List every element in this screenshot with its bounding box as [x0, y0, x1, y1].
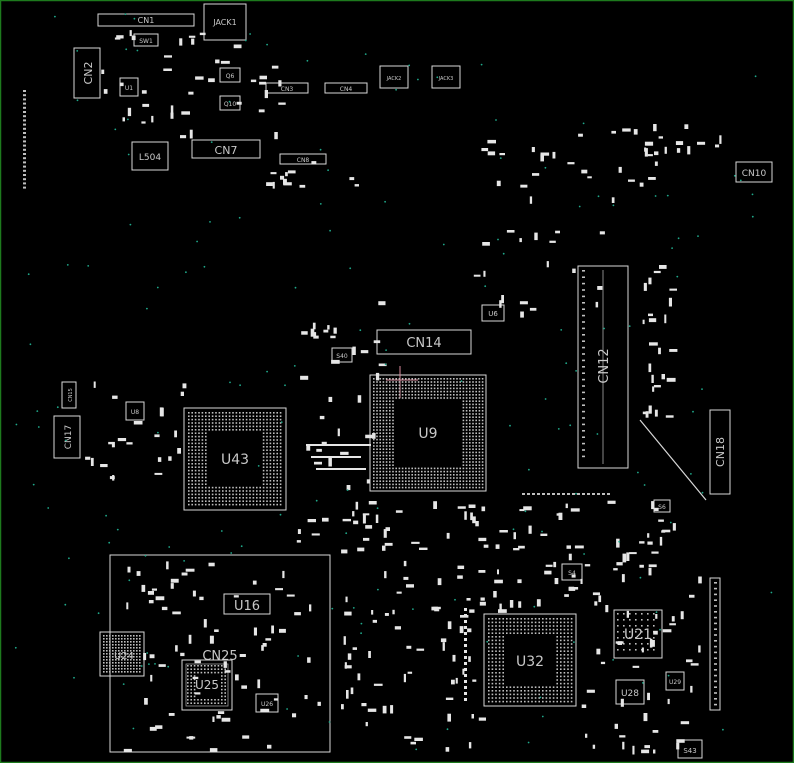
connector-right-edge[interactable]	[709, 577, 721, 711]
diagonal-trace	[639, 419, 707, 501]
chip-u16[interactable]: U16	[223, 593, 271, 615]
u6-label: U6	[488, 310, 498, 318]
u43-label: U43	[221, 452, 249, 468]
switch-s4[interactable]: S4	[561, 563, 583, 581]
u21-label: U21	[624, 627, 652, 643]
connector-cn15[interactable]: CN15	[61, 381, 77, 409]
jack3-label: JACK3	[438, 76, 454, 82]
s4-label: S4	[568, 570, 576, 577]
s43-label: S43	[683, 747, 696, 755]
chip-u28[interactable]: U28	[615, 679, 645, 705]
jack-jack1[interactable]: JACK1	[203, 3, 247, 41]
u28-label: U28	[621, 689, 639, 699]
sw1-label: SW1	[139, 38, 153, 45]
cn2-label: CN2	[82, 62, 95, 85]
transistor-q6[interactable]: Q6	[219, 67, 241, 83]
jack-jack2[interactable]: JACK2	[379, 65, 409, 89]
connector-cn17[interactable]: CN17	[53, 415, 81, 459]
s40-label: S40	[336, 353, 348, 360]
cn8-label: CN8	[297, 157, 310, 164]
u9-label: U9	[418, 426, 437, 442]
chip-u8[interactable]: U8	[125, 401, 145, 421]
cn3-label: CN3	[281, 86, 294, 93]
switch-s40[interactable]: S40	[331, 347, 353, 363]
chip-u21[interactable]: U21	[613, 609, 663, 659]
u16-label: U16	[234, 599, 260, 614]
connector-cn7[interactable]: CN7	[191, 139, 261, 159]
passive-components	[23, 30, 722, 755]
connector-cn18[interactable]: CN18	[709, 409, 731, 495]
l504-label: L504	[139, 153, 161, 163]
connector-cn4[interactable]: CN4	[324, 82, 368, 94]
q6-label: Q6	[226, 73, 235, 80]
u25-label: U25	[195, 678, 219, 692]
jack2-label: JACK2	[386, 76, 402, 82]
s6-label: S6	[658, 504, 666, 511]
chip-u6[interactable]: U6	[481, 304, 505, 322]
u29-label: U29	[669, 679, 681, 686]
u32-label: U32	[516, 654, 544, 670]
bga-u25[interactable]: U25	[181, 659, 233, 711]
cn18-label: CN18	[714, 437, 727, 467]
switch-sw1[interactable]: SW1	[133, 33, 159, 47]
vias	[14, 13, 773, 751]
cn7-label: CN7	[215, 144, 238, 157]
cn17-label: CN17	[64, 425, 74, 449]
connector-cn10[interactable]: CN10	[735, 161, 773, 183]
q10-label: Q10	[224, 101, 237, 108]
cn15-label: CN15	[68, 388, 74, 402]
connector-cn1[interactable]: CN1	[97, 13, 195, 27]
connector-cn12[interactable]: CN12	[577, 265, 629, 469]
chip-u1[interactable]: U1	[119, 77, 139, 97]
connector-cn14[interactable]: CN14	[376, 329, 472, 355]
cn10-label: CN10	[742, 169, 767, 179]
connector-cn8[interactable]: CN8	[279, 153, 327, 165]
bga-ball-grids	[103, 378, 655, 704]
inductor-l504[interactable]: L504	[131, 141, 169, 171]
bga-u43[interactable]: U43	[183, 407, 287, 511]
cn14-label: CN14	[406, 336, 441, 351]
u26-label: U26	[261, 701, 273, 708]
cn4-label: CN4	[340, 86, 353, 93]
cn12-label: CN12	[597, 348, 612, 383]
chip-u29[interactable]: U29	[665, 671, 685, 691]
switch-s6[interactable]: S6	[653, 499, 671, 513]
bga-u32[interactable]: U32	[483, 613, 577, 707]
u8-label: U8	[131, 409, 139, 416]
jack1-label: JACK1	[212, 18, 236, 27]
jack-jack3[interactable]: JACK3	[431, 65, 461, 89]
connector-cn2[interactable]: CN2	[73, 47, 101, 99]
u1-label: U1	[125, 85, 133, 92]
cn1-label: CN1	[138, 16, 155, 25]
bga-u9[interactable]: U9	[369, 366, 487, 492]
connector-cn3[interactable]: CN3	[265, 82, 309, 94]
